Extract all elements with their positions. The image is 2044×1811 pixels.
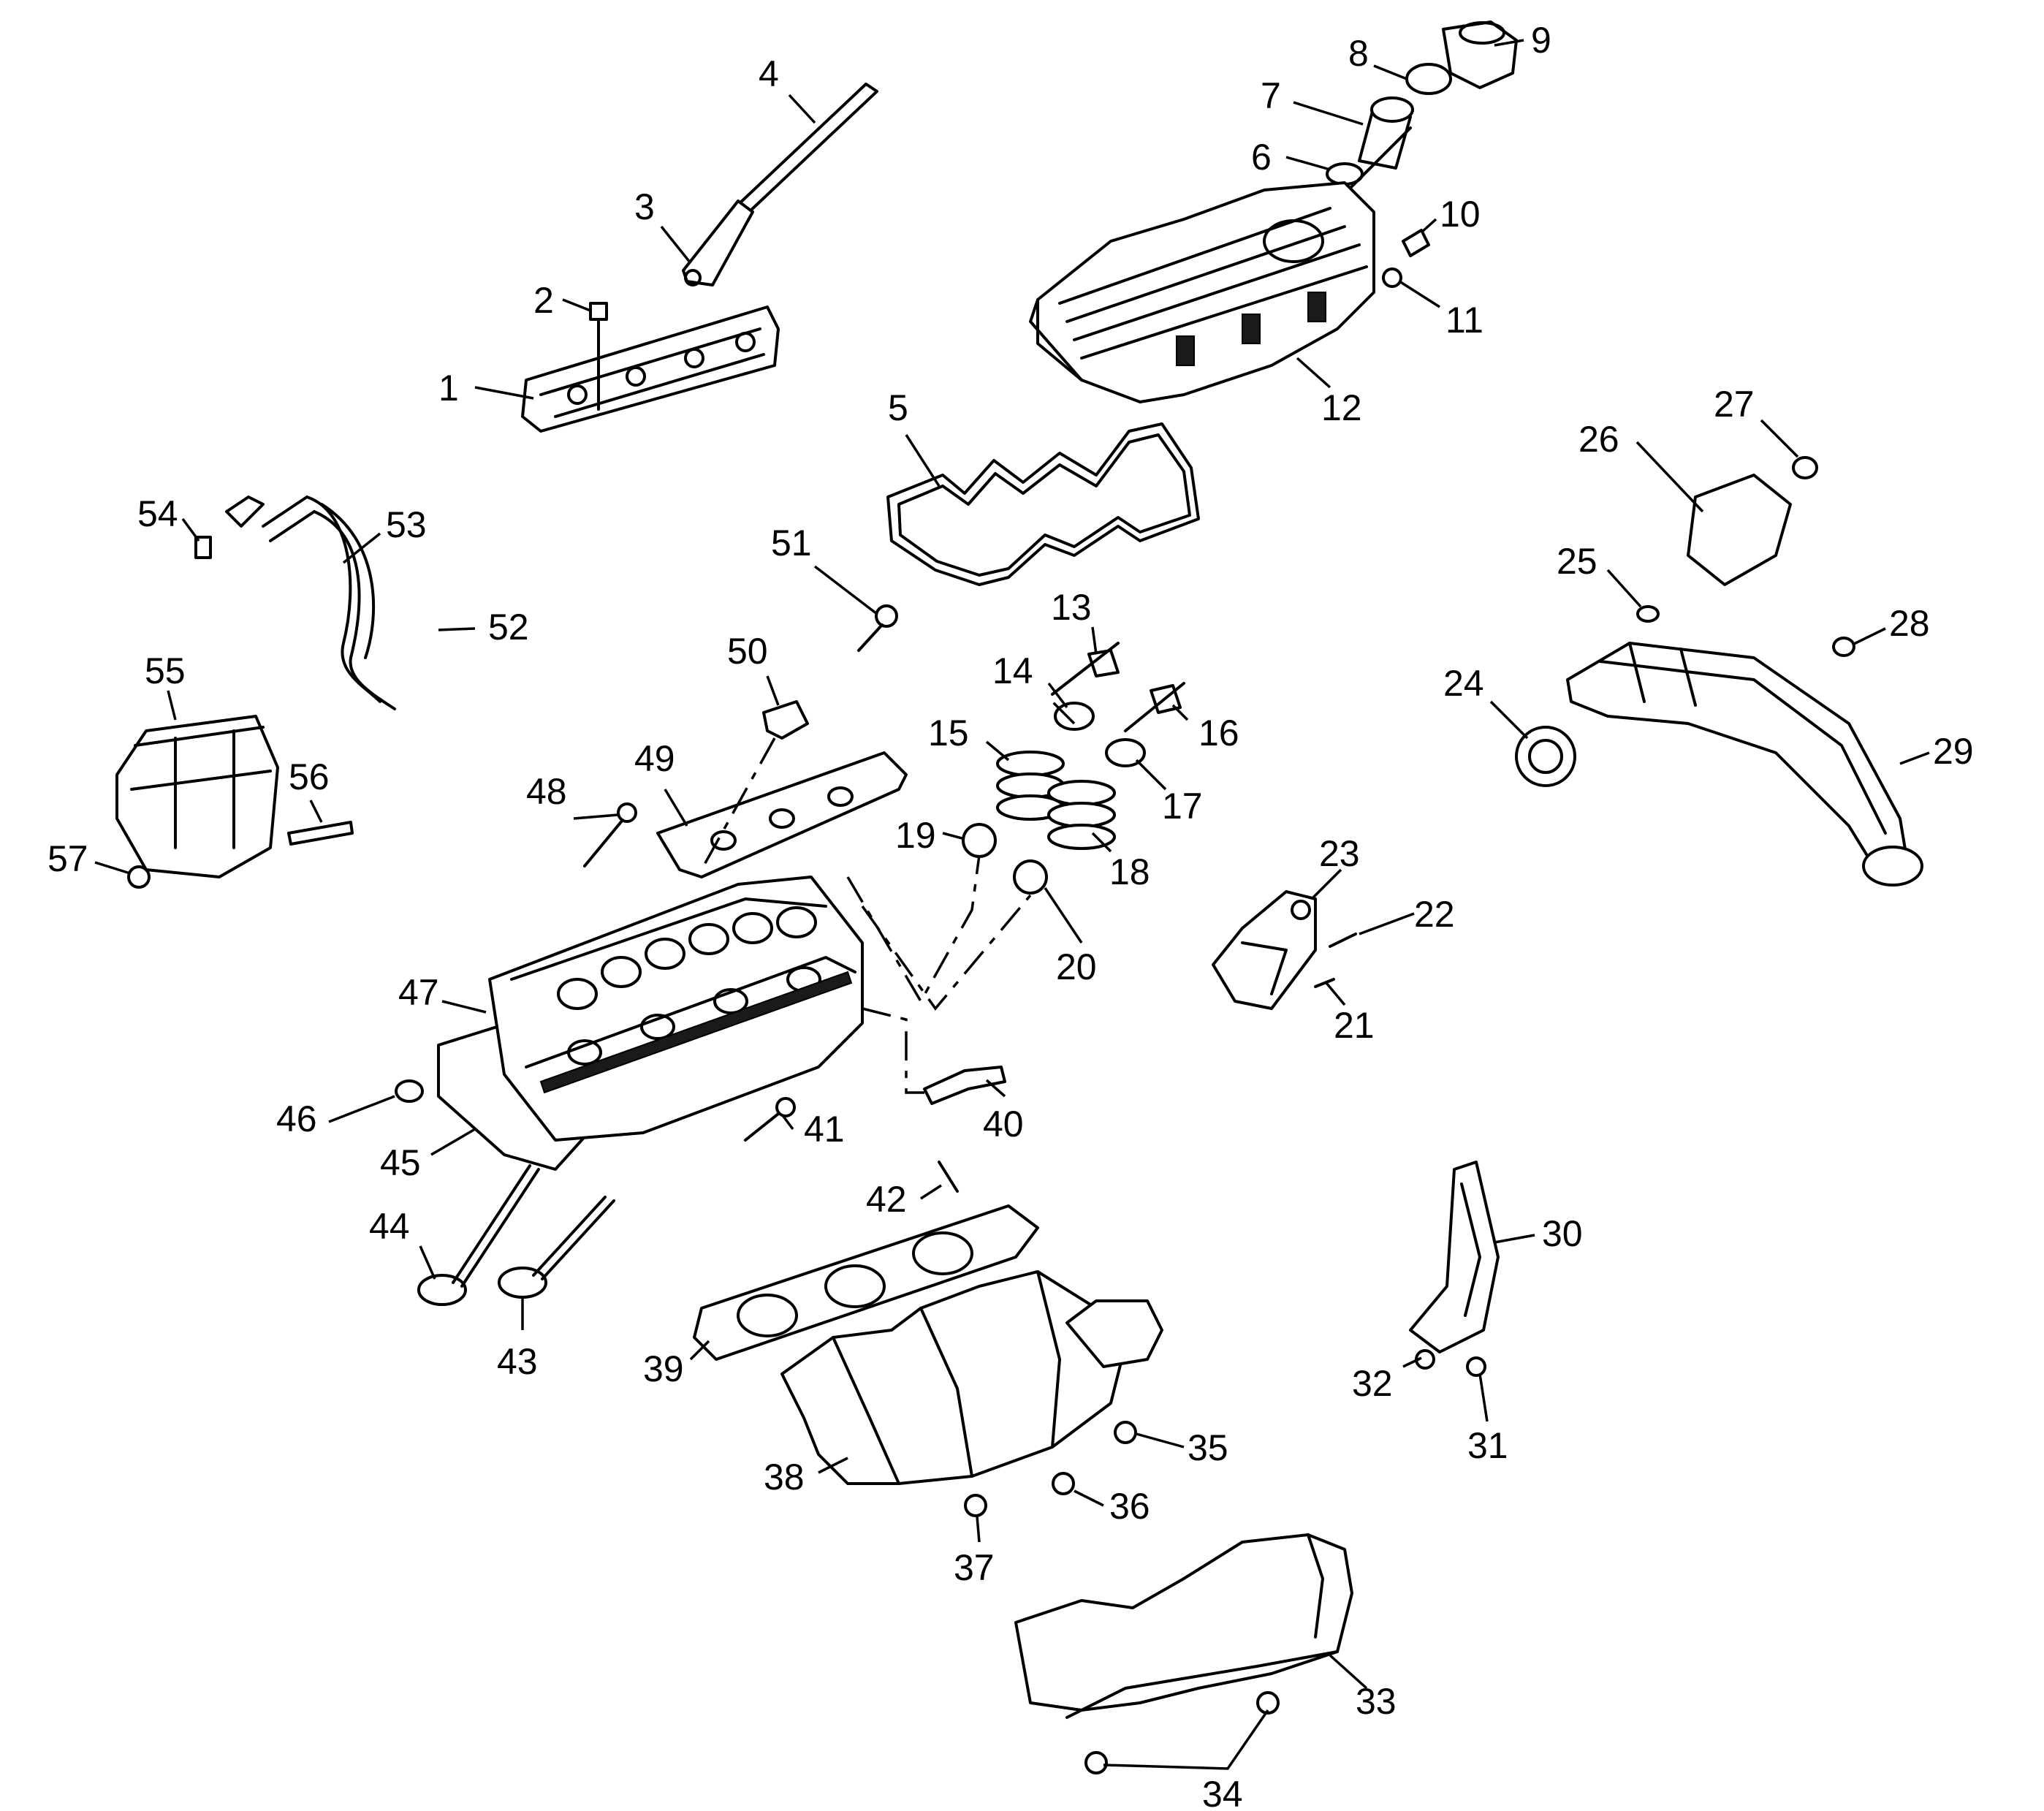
callout-50: 50 <box>727 631 768 672</box>
callout-26: 26 <box>1578 419 1619 460</box>
callout-20: 20 <box>1056 946 1097 987</box>
callout-51: 51 <box>771 523 812 563</box>
part-12-valve-cover <box>1029 181 1375 403</box>
callout-4: 4 <box>759 53 779 94</box>
callout-27: 27 <box>1714 384 1755 425</box>
callout-17: 17 <box>1162 786 1203 827</box>
part-21-23-bracket <box>1212 890 1357 1010</box>
part-47-cylinder-head <box>488 876 864 1142</box>
callout-28: 28 <box>1889 603 1930 644</box>
part-48-bolt <box>583 802 637 867</box>
part-1-rail <box>521 305 780 433</box>
callout-7: 7 <box>1261 75 1281 116</box>
part-13-20-valve-train <box>962 642 1185 895</box>
callout-36: 36 <box>1109 1486 1150 1527</box>
callout-33: 33 <box>1356 1681 1397 1722</box>
callout-1: 1 <box>438 368 459 409</box>
callout-31: 31 <box>1467 1425 1508 1466</box>
callout-19: 19 <box>895 815 936 856</box>
part-30-32-bracket <box>1409 1161 1500 1377</box>
part-43-44-valves <box>417 1164 615 1306</box>
callout-8: 8 <box>1348 33 1369 74</box>
callout-49: 49 <box>634 738 675 779</box>
callout-48: 48 <box>526 771 567 812</box>
callout-15: 15 <box>928 713 969 753</box>
callout-18: 18 <box>1109 851 1150 892</box>
callout-labels: 1 2 3 4 5 6 7 8 9 10 11 12 13 14 15 16 1… <box>48 20 1974 1811</box>
callout-6: 6 <box>1251 137 1272 178</box>
callout-45: 45 <box>380 1142 421 1183</box>
callout-35: 35 <box>1188 1427 1228 1468</box>
callout-32: 32 <box>1352 1363 1393 1404</box>
callout-46: 46 <box>276 1098 317 1139</box>
callout-37: 37 <box>954 1547 995 1588</box>
part-10-11-bolt <box>1382 229 1430 288</box>
callout-39: 39 <box>643 1348 684 1389</box>
callout-22: 22 <box>1414 894 1455 935</box>
callout-55: 55 <box>145 650 186 691</box>
callout-24: 24 <box>1443 663 1484 704</box>
part-52-54-wires <box>194 496 396 710</box>
callout-23: 23 <box>1319 833 1360 874</box>
callout-21: 21 <box>1334 1005 1375 1046</box>
part-49-51-rocker <box>656 604 908 878</box>
callout-43: 43 <box>497 1341 538 1382</box>
part-46-seal <box>395 1079 424 1103</box>
part-41-42-bolts <box>744 1097 959 1193</box>
part-35-39-exhaust-manifold <box>693 1204 1163 1517</box>
part-6-9-oil-filler <box>1299 20 1518 239</box>
callout-52: 52 <box>488 607 529 648</box>
callout-53: 53 <box>386 504 427 545</box>
part-3-4-dipstick <box>682 83 878 286</box>
callout-34: 34 <box>1202 1774 1243 1811</box>
callout-25: 25 <box>1557 541 1597 582</box>
part-2-bolt <box>589 302 608 411</box>
callout-30: 30 <box>1542 1213 1583 1254</box>
callout-12: 12 <box>1321 387 1362 428</box>
callout-41: 41 <box>804 1109 845 1150</box>
part-33-34-heat-shield <box>1014 1533 1353 1774</box>
callout-54: 54 <box>137 493 178 534</box>
callout-42: 42 <box>866 1179 907 1220</box>
callout-3: 3 <box>634 186 655 227</box>
callout-10: 10 <box>1440 194 1481 235</box>
part-40-sensor <box>923 1066 1006 1105</box>
part-24-29-exhaust-pipe <box>1515 456 1923 886</box>
part-55-57-coil-pack <box>115 715 354 889</box>
part-5-gasket <box>886 422 1200 586</box>
callout-14: 14 <box>992 650 1033 691</box>
callout-47: 47 <box>398 972 439 1013</box>
callout-29: 29 <box>1933 731 1974 772</box>
leader-lines <box>94 39 1930 1770</box>
callout-38: 38 <box>764 1457 805 1497</box>
callout-11: 11 <box>1445 300 1483 341</box>
callout-57: 57 <box>48 838 88 879</box>
callout-2: 2 <box>533 280 554 321</box>
callout-40: 40 <box>983 1104 1024 1144</box>
callout-5: 5 <box>888 387 908 428</box>
callout-44: 44 <box>369 1206 410 1247</box>
callout-9: 9 <box>1531 20 1551 61</box>
callout-56: 56 <box>289 756 330 797</box>
callout-13: 13 <box>1051 587 1092 628</box>
callout-16: 16 <box>1198 713 1239 753</box>
assembly-lines <box>700 700 1076 1094</box>
